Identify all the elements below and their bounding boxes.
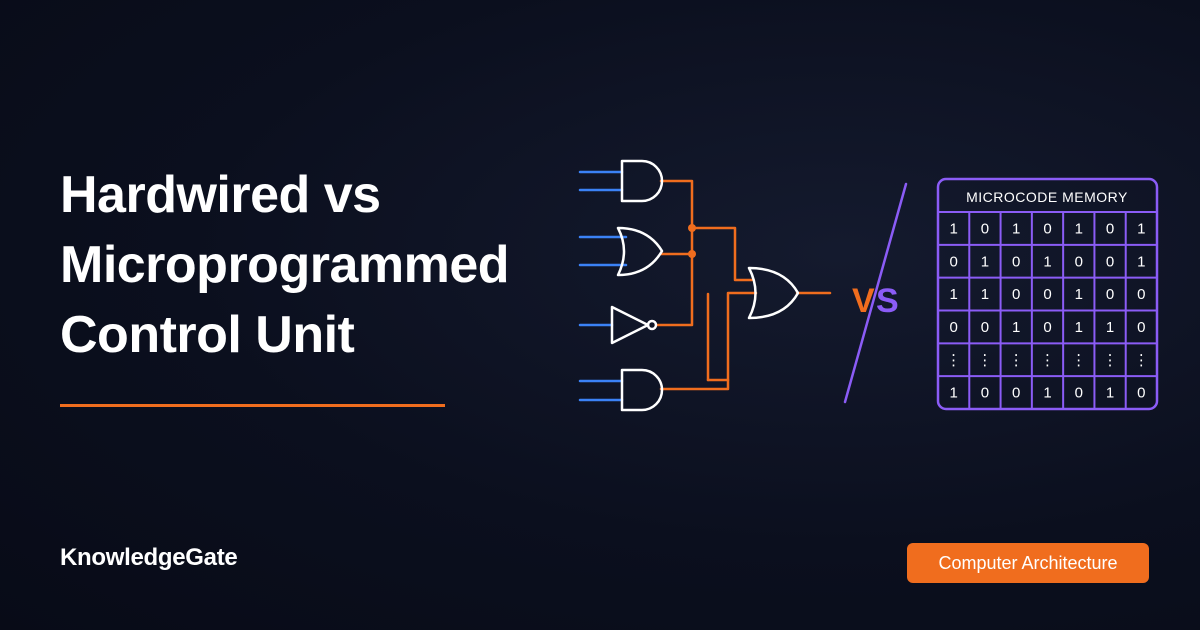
memory-cell: 0 <box>1043 220 1051 237</box>
circuit-inputs <box>578 170 628 402</box>
memory-cell: 0 <box>1043 319 1051 336</box>
or-gate-icon <box>747 266 800 320</box>
memory-cell: ⋮ <box>946 352 961 369</box>
memory-cell: 1 <box>1075 286 1083 303</box>
or-gate-icon <box>616 226 664 277</box>
memory-cell: 0 <box>1137 385 1145 402</box>
memory-cell: ⋮ <box>1009 352 1024 369</box>
memory-cell: 0 <box>1012 253 1020 270</box>
memory-cell: 1 <box>949 220 957 237</box>
not-gate-bubble <box>646 319 658 331</box>
memory-cell: ⋮ <box>1071 352 1086 369</box>
and-gate-icon <box>620 159 664 203</box>
page-title: Hardwired vs Microprogrammed Control Uni… <box>60 160 510 370</box>
memory-cell: 1 <box>1043 253 1051 270</box>
junction-dot <box>688 250 696 258</box>
memory-cell: 1 <box>949 286 957 303</box>
memory-cell: 0 <box>1043 286 1051 303</box>
memory-cell: 0 <box>1012 385 1020 402</box>
and-gate-icon <box>620 368 664 412</box>
category-badge: Computer Architecture <box>907 543 1149 583</box>
memory-cell: 0 <box>1106 286 1114 303</box>
vs-letter-v: V <box>852 282 875 320</box>
memory-cell: 0 <box>1137 286 1145 303</box>
memory-cell: 1 <box>981 286 989 303</box>
not-gate-icon <box>610 305 650 345</box>
memory-cell: 1 <box>981 253 989 270</box>
memory-title: MICROCODE MEMORY <box>966 189 1128 205</box>
divider-slash <box>843 182 908 404</box>
microcode-memory: MICROCODE MEMORY 1 0 1 0 1 0 1 0 1 0 1 0 0 1 1 1 0 0 1 0 0 0 0… <box>936 177 1159 411</box>
memory-cell: 1 <box>1043 385 1051 402</box>
memory-cell: 0 <box>981 319 989 336</box>
title-line-3: Control Unit <box>60 306 355 364</box>
memory-cell: 0 <box>981 220 989 237</box>
brand-logo: KnowledgeGate <box>60 544 238 571</box>
memory-cell: ⋮ <box>1134 352 1149 369</box>
memory-cell: 1 <box>949 385 957 402</box>
memory-cell: 0 <box>1137 319 1145 336</box>
memory-cell: 0 <box>1012 286 1020 303</box>
memory-cell: ⋮ <box>1103 352 1118 369</box>
junction-dot <box>688 224 696 232</box>
memory-cell: 1 <box>1075 220 1083 237</box>
memory-cell: 0 <box>949 319 957 336</box>
memory-cell: 1 <box>1075 319 1083 336</box>
title-line-1: Hardwired vs <box>60 166 381 224</box>
logic-circuit <box>578 159 832 412</box>
memory-cell: ⋮ <box>977 352 992 369</box>
memory-cell: ⋮ <box>1040 352 1055 369</box>
circuit-wires <box>654 179 832 391</box>
memory-cell: 1 <box>1137 253 1145 270</box>
memory-cell: 1 <box>1106 319 1114 336</box>
memory-cell: 0 <box>1106 253 1114 270</box>
memory-cell: 0 <box>1075 385 1083 402</box>
memory-cell: 1 <box>1012 319 1020 336</box>
memory-cell: 0 <box>949 253 957 270</box>
memory-cell: 1 <box>1012 220 1020 237</box>
title-underline <box>60 404 445 407</box>
memory-cell: 0 <box>1106 220 1114 237</box>
memory-cell: 0 <box>1075 253 1083 270</box>
vs-letter-s: S <box>876 282 899 320</box>
memory-cell: 1 <box>1137 220 1145 237</box>
memory-cell: 1 <box>1106 385 1114 402</box>
memory-cell: 0 <box>981 385 989 402</box>
title-line-2: Microprogrammed <box>60 236 510 294</box>
